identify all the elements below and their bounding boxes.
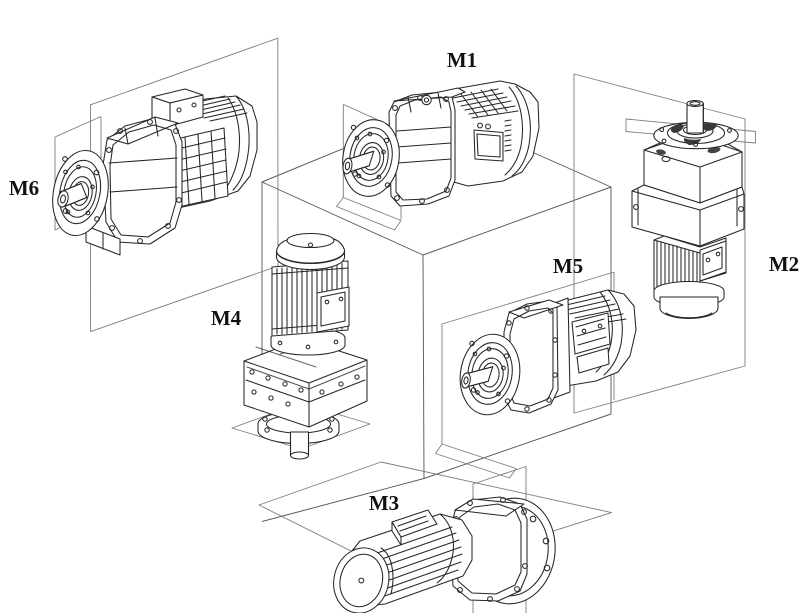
svg-text:M2: M2	[769, 252, 799, 276]
svg-text:M6: M6	[9, 176, 39, 200]
svg-text:M3: M3	[369, 491, 399, 515]
svg-text:M1: M1	[447, 48, 477, 72]
svg-text:M5: M5	[553, 254, 583, 278]
svg-text:M4: M4	[211, 306, 242, 330]
